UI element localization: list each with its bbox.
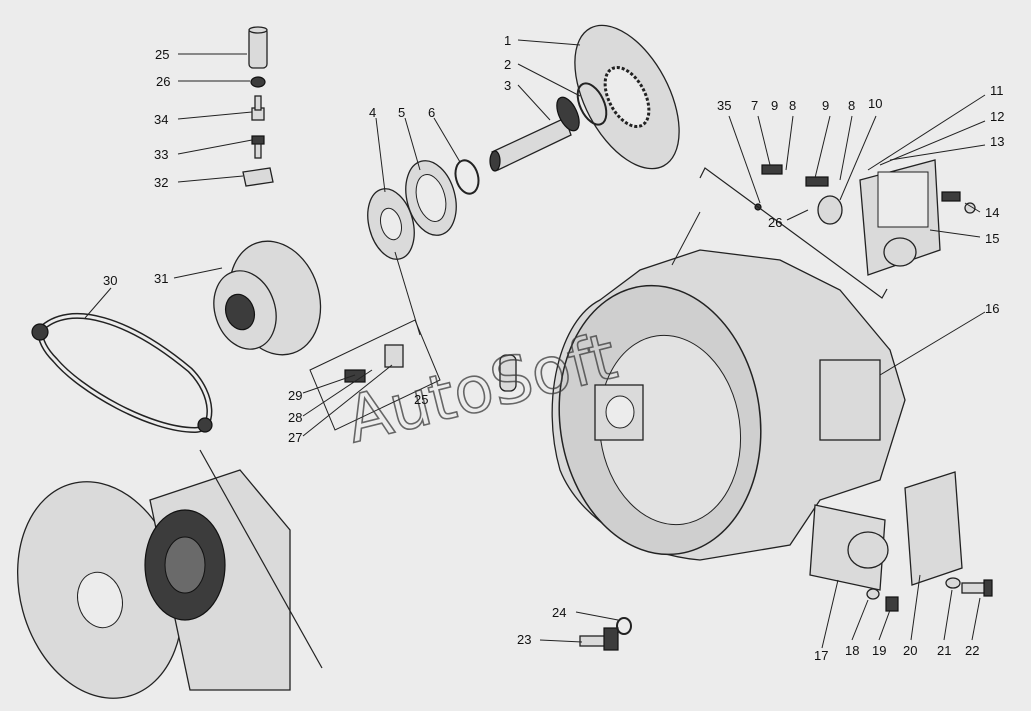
label-6: 6 [428,105,435,120]
part-26-nut [250,76,266,88]
leader-lines [84,39,986,649]
part-1-friction-disc [574,24,680,170]
bracket-frame-line [699,167,888,299]
label-33: 33 [154,147,168,162]
label-19: 19 [872,643,886,658]
label-14: 14 [985,205,999,220]
part-25-pin [248,26,268,69]
label-27: 27 [288,430,302,445]
label-29: 29 [288,388,302,403]
label-9a: 9 [771,98,778,113]
label-15: 15 [985,231,999,246]
label-8a: 8 [789,98,796,113]
part-24-washer [616,617,632,635]
part-labels: 1 2 3 4 5 6 7 8 8 9 9 10 11 12 13 14 15 … [103,33,1004,663]
label-5: 5 [398,105,405,120]
label-32: 32 [154,175,168,190]
assembly-overview [16,469,291,699]
part-32-plate [242,167,274,187]
label-1: 1 [504,33,511,48]
part-33-bolt [251,135,265,159]
part-34-fitting [251,95,265,121]
label-3: 3 [504,78,511,93]
part-5-gasket [405,160,457,236]
label-34: 34 [154,112,168,127]
label-21: 21 [937,643,951,658]
label-9b: 9 [822,98,829,113]
part-21-washer [945,577,961,589]
label-35: 35 [717,98,731,113]
part-4-flange [367,188,415,260]
label-12: 12 [990,109,1004,124]
label-22: 22 [965,643,979,658]
label-25b: 25 [414,392,428,407]
label-25a: 25 [155,47,169,62]
parts-27-29-group [309,319,517,431]
label-8b: 8 [848,98,855,113]
label-16: 16 [985,301,999,316]
label-2: 2 [504,57,511,72]
label-28: 28 [288,410,302,425]
label-13: 13 [990,134,1004,149]
part-22-bolt [961,579,993,597]
label-30: 30 [103,273,117,288]
part-18-washer [866,588,880,600]
label-18: 18 [845,643,859,658]
part-6-oring [454,159,480,195]
label-20: 20 [903,643,917,658]
label-31: 31 [154,271,168,286]
label-17: 17 [814,648,828,663]
label-4: 4 [369,105,376,120]
part-16-housing [551,249,906,591]
label-24: 24 [552,605,566,620]
part-31-cover [213,240,322,356]
part-23-bolt [579,627,619,651]
label-23: 23 [517,632,531,647]
overview-pointer [199,449,323,669]
part-20-plate [904,471,963,586]
label-10: 10 [868,96,882,111]
label-7: 7 [751,98,758,113]
label-26a: 26 [156,74,170,89]
bracket-assembly-7-15 [754,159,976,276]
part-30-gasket [31,313,213,434]
label-11: 11 [990,83,1004,98]
part-3-shaft [489,96,580,172]
part-2-ring [576,82,608,126]
label-26b: 26 [768,215,782,230]
part-19-bolt [885,596,899,612]
